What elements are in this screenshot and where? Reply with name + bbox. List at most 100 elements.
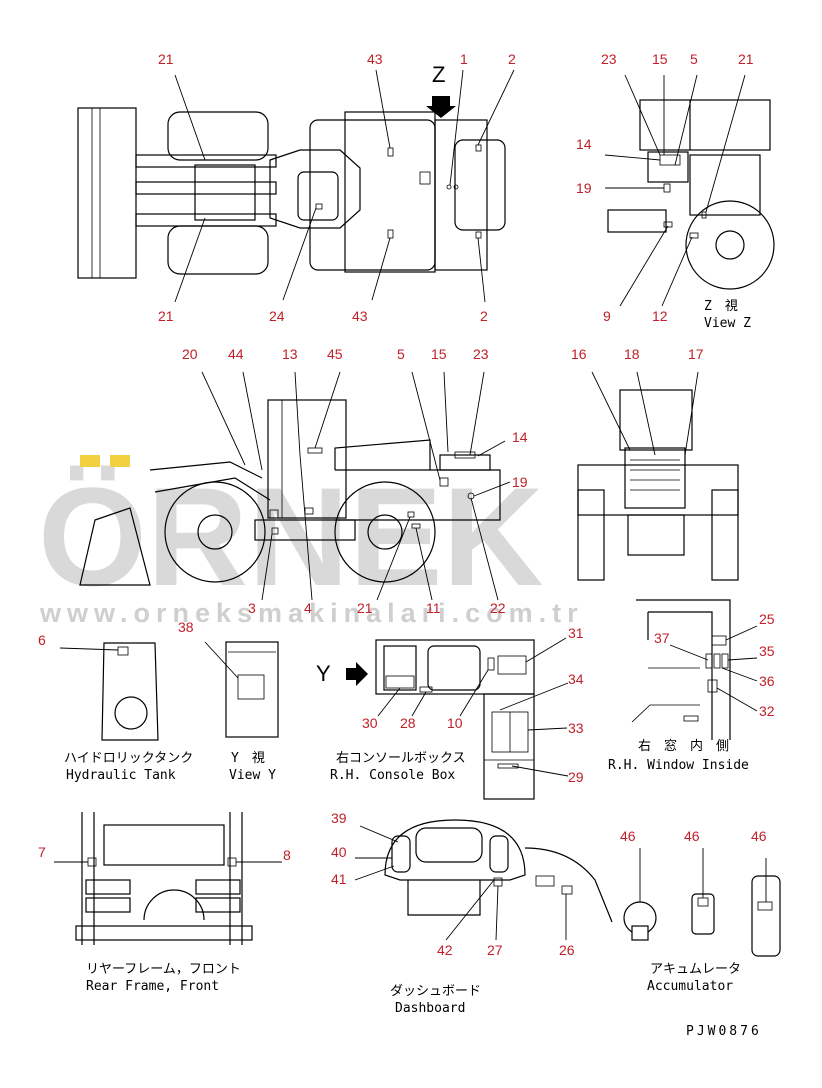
label: 38 [178, 619, 194, 635]
label: 7 [38, 844, 46, 860]
dashboard-caption-jp: ダッシュボード [390, 984, 481, 999]
view-z-labels: 23 15 5 21 14 19 9 12 Z 視 View Z [576, 51, 754, 331]
side-view-labels: 20 44 13 45 5 15 23 14 19 3 4 21 11 22 [182, 346, 528, 616]
label: 42 [437, 942, 453, 958]
label: 21 [738, 51, 754, 67]
label: 16 [571, 346, 587, 362]
side-view-drawing [79, 371, 511, 601]
z-arrow-icon [426, 96, 456, 118]
label: 34 [568, 671, 584, 687]
label: 43 [352, 308, 368, 324]
label: 15 [431, 346, 447, 362]
accumulator-drawing [623, 848, 781, 957]
label: 10 [447, 715, 463, 731]
label: 6 [38, 632, 46, 648]
label: 45 [327, 346, 343, 362]
label: 32 [759, 703, 775, 719]
y-arrow-label: Y [316, 661, 331, 686]
label: 21 [158, 308, 174, 324]
hydraulic-tank-drawing [59, 642, 159, 741]
watermark-main: ÖRNEK [38, 458, 544, 615]
label: 29 [568, 769, 584, 785]
rear-view-labels: 16 18 17 [571, 346, 704, 362]
rear-frame-drawing [54, 812, 282, 945]
label: 28 [400, 715, 416, 731]
view-y-caption-jp: Y 視 [231, 751, 265, 766]
view-y-drawing [204, 641, 279, 738]
console-box-drawing: Y [316, 637, 569, 800]
label: 46 [751, 828, 767, 844]
dashboard-labels: 39 40 41 42 27 26 ダッシュボード Dashboard [331, 810, 575, 1016]
hydraulic-tank-caption-jp: ハイドロリックタンク [64, 751, 193, 766]
watermark-url: www.orneksmakinalari.com.tr [39, 598, 584, 628]
accumulator-labels: 46 46 46 アキュムレータ Accumulator [620, 828, 767, 994]
label: 39 [331, 810, 347, 826]
accumulator-caption-jp: アキュムレータ [650, 962, 741, 977]
drawing-id: PJW0876 [686, 1024, 762, 1039]
window-inside-caption-en: R.H. Window Inside [608, 758, 749, 773]
label: 20 [182, 346, 198, 362]
label: 30 [362, 715, 378, 731]
label: 26 [559, 942, 575, 958]
label: 41 [331, 871, 347, 887]
view-z-caption-en: View Z [704, 316, 751, 331]
window-inside-caption-jp: 右 窓 内 側 [638, 738, 729, 754]
label: 13 [282, 346, 298, 362]
view-y-caption-en: View Y [229, 768, 276, 783]
label: 22 [490, 600, 506, 616]
label: 43 [367, 51, 383, 67]
dashboard-drawing [354, 819, 613, 941]
console-box-caption-en: R.H. Console Box [330, 768, 455, 783]
label: 5 [397, 346, 405, 362]
label: 21 [357, 600, 373, 616]
label: 2 [480, 308, 488, 324]
label: 19 [576, 180, 592, 196]
hydraulic-tank-caption-en: Hydraulic Tank [66, 768, 176, 783]
view-z-caption-jp: Z 視 [704, 299, 738, 314]
label: 15 [652, 51, 668, 67]
label: 36 [759, 673, 775, 689]
rear-frame-caption-en: Rear Frame, Front [86, 979, 219, 994]
label: 14 [512, 429, 528, 445]
label: 24 [269, 308, 285, 324]
label: 9 [603, 308, 611, 324]
y-arrow-icon [346, 662, 368, 686]
console-box-caption-jp: 右コンソールボックス [336, 751, 466, 766]
label: 3 [248, 600, 256, 616]
label: 19 [512, 474, 528, 490]
label: 35 [759, 643, 775, 659]
label: 33 [568, 720, 584, 736]
label: 23 [473, 346, 489, 362]
label: 44 [228, 346, 244, 362]
accumulator-caption-en: Accumulator [647, 979, 733, 994]
rear-frame-caption-jp: リヤーフレーム，フロント [86, 962, 241, 977]
label: 46 [620, 828, 636, 844]
label: 18 [624, 346, 640, 362]
watermark: ÖRNEK www.orneksmakinalari.com.tr [38, 455, 584, 628]
label: 2 [508, 51, 516, 67]
rear-view-drawing [577, 371, 739, 581]
view-z-drawing [604, 74, 775, 307]
label: 31 [568, 625, 584, 641]
z-arrow-label: Z [432, 62, 445, 87]
label: 1 [460, 51, 468, 67]
watermark-dots-icon [80, 455, 130, 467]
dashboard-caption-en: Dashboard [395, 1001, 465, 1016]
label: 5 [690, 51, 698, 67]
label: 4 [304, 600, 312, 616]
top-view-drawing: Z [77, 62, 515, 303]
top-view-labels: 21 43 1 2 21 24 43 2 [158, 51, 516, 324]
label: 17 [688, 346, 704, 362]
label: 40 [331, 844, 347, 860]
label: 12 [652, 308, 668, 324]
label: 37 [654, 630, 670, 646]
window-inside-drawing [631, 599, 758, 740]
label: 46 [684, 828, 700, 844]
console-box-labels: 31 34 33 29 30 28 10 右コンソールボックス R.H. Con… [330, 625, 584, 785]
window-inside-labels: 25 37 35 36 32 右 窓 内 側 R.H. Window Insid… [608, 611, 775, 773]
label: 14 [576, 136, 592, 152]
label: 11 [426, 600, 441, 616]
label: 8 [283, 847, 291, 863]
label: 23 [601, 51, 617, 67]
